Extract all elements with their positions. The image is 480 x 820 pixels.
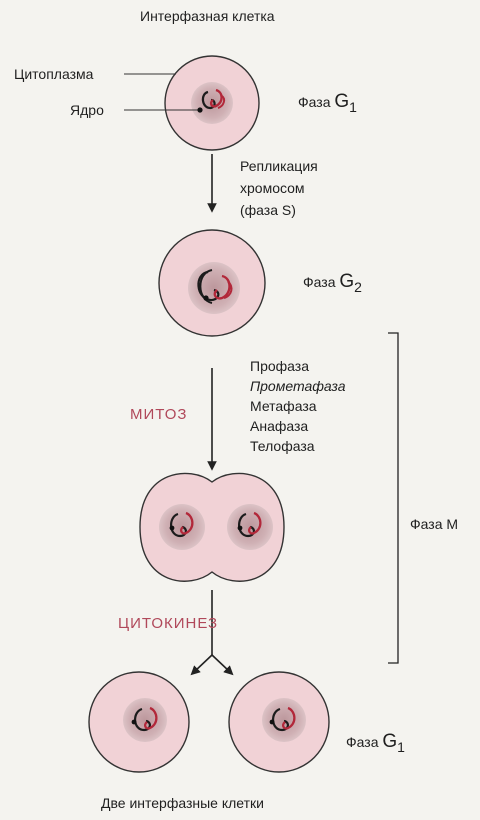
label-replication-2: хромосом (240, 180, 305, 197)
title-interphase-cell: Интерфазная клетка (140, 8, 275, 25)
title-two-interphase-cells: Две интерфазные клетки (101, 795, 264, 812)
mitosis-stage: Метафаза (250, 398, 317, 415)
cell-g2 (159, 230, 265, 336)
label-mitosis: МИТОЗ (130, 406, 188, 423)
label-phase-g2: Фаза G2 (303, 273, 362, 291)
cell-daughter-right (229, 672, 329, 772)
label-phase-g1-top: Фаза G1 (298, 93, 357, 111)
label-replication-3: (фаза S) (240, 202, 296, 219)
nucleus-dot (197, 107, 202, 112)
cell-dividing (140, 473, 284, 581)
mitosis-stage: Телофаза (250, 438, 315, 455)
label-nucleus: Ядро (70, 102, 104, 119)
mitosis-stage: Прометафаза (250, 378, 346, 395)
cell-g1-top (165, 56, 259, 150)
mitosis-stage: Профаза (250, 358, 309, 375)
phase-m-bracket (388, 333, 398, 663)
cell-daughter-left (89, 672, 189, 772)
label-replication-1: Репликация (240, 158, 318, 175)
label-cytoplasm: Цитоплазма (14, 66, 93, 83)
label-phase-g1-bottom: Фаза G1 (346, 733, 405, 751)
label-phase-m: Фаза M (410, 516, 458, 533)
label-cytokinesis: ЦИТОКИНЕЗ (118, 615, 218, 632)
mitosis-stage: Анафаза (250, 418, 308, 435)
